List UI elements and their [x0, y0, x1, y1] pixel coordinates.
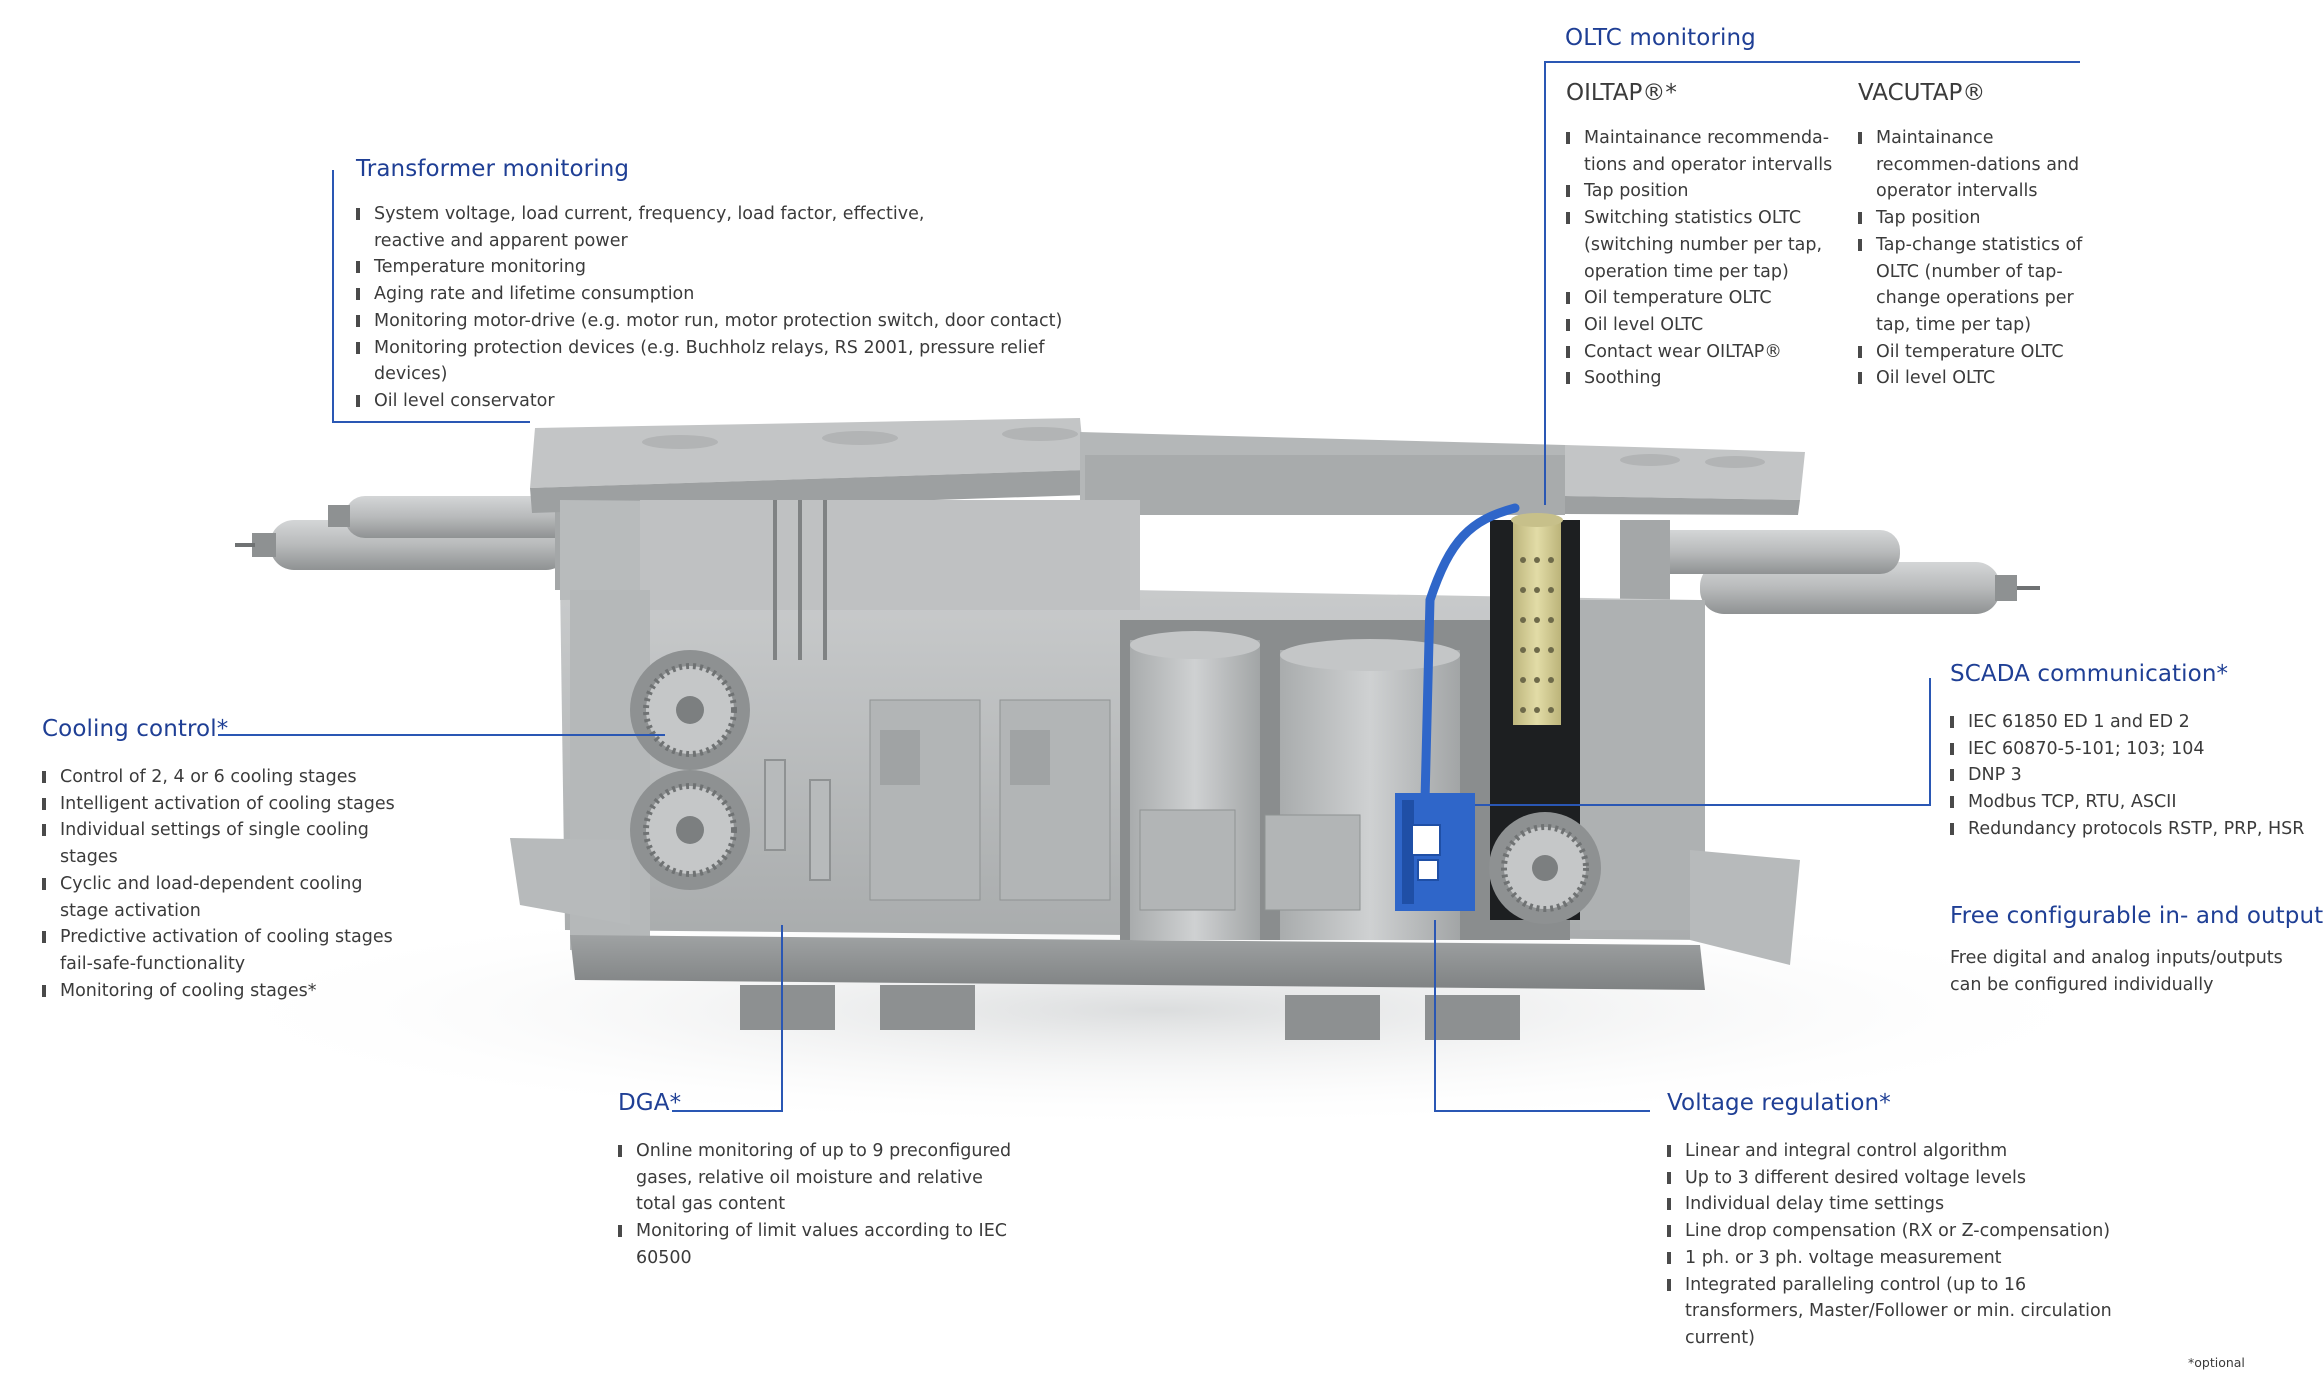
oiltap-list: Maintainance recommenda-tions and operat…: [1566, 125, 1836, 392]
dga-list: Online monitoring of up to 9 preconfigur…: [618, 1138, 1013, 1272]
io-block: Free configurable in- and outputs Free d…: [1950, 903, 2323, 998]
control-cabinets: [869, 699, 1361, 911]
leader-dga: [672, 925, 783, 1112]
leader-transformer-monitoring: [332, 170, 530, 423]
list-item: IEC 60870-5-101; 103; 104: [1950, 736, 2310, 763]
scada-list: IEC 61850 ED 1 and ED 2 IEC 60870-5-101;…: [1950, 709, 2310, 843]
list-item: Oil level OLTC: [1858, 365, 2098, 392]
list-item: Soothing: [1566, 365, 1836, 392]
list-item: Tap position: [1566, 178, 1836, 205]
vacutap-title: VACUTAP®: [1858, 80, 1986, 106]
transformer-monitoring-block: Transformer monitoring System voltage, l…: [356, 156, 1076, 415]
voltage-regulation-block: Voltage regulation* Linear and integral …: [1667, 1090, 2137, 1352]
list-item: Switching statistics OLTC (switching num…: [1566, 205, 1836, 285]
transformer-monitoring-title: Transformer monitoring: [356, 156, 630, 182]
list-item: Individual settings of single cooling st…: [42, 817, 407, 870]
list-item: Tap position: [1858, 205, 2098, 232]
conservator: [530, 418, 1805, 515]
cooling-control-block: Cooling control* Control of 2, 4 or 6 co…: [42, 716, 442, 1004]
list-item: Monitoring of cooling stages*: [42, 978, 407, 1005]
scada-block: SCADA communication* IEC 61850 ED 1 and …: [1950, 661, 2310, 843]
list-item: Oil temperature OLTC: [1566, 285, 1836, 312]
list-item: Monitoring protection devices (e.g. Buch…: [356, 335, 1076, 388]
oiltap-title: OILTAP®*: [1566, 80, 1677, 106]
dga-title: DGA*: [618, 1090, 682, 1116]
list-item: DNP 3: [1950, 762, 2310, 789]
list-item: Contact wear OILTAP®: [1566, 339, 1836, 366]
list-item: Redundancy protocols RSTP, PRP, HSR: [1950, 816, 2310, 843]
list-item: Temperature monitoring: [356, 254, 1076, 281]
list-item: Predictive activation of cooling stages …: [42, 924, 407, 977]
list-item: System voltage, load current, frequency,…: [356, 201, 944, 254]
tap-changer: [1511, 513, 1563, 725]
list-item: Oil temperature OLTC: [1858, 339, 2098, 366]
leader-oltc-monitoring: [1544, 61, 2080, 505]
io-title: Free configurable in- and outputs: [1950, 903, 2323, 929]
list-item: Monitoring motor-drive (e.g. motor run, …: [356, 308, 1076, 335]
vacutap-block: VACUTAP® Maintainance recommen-dations a…: [1858, 80, 2098, 392]
cooling-control-title: Cooling control*: [42, 716, 229, 742]
dga-block: DGA* Online monitoring of up to 9 precon…: [618, 1090, 1058, 1272]
scada-title: SCADA communication*: [1950, 661, 2229, 687]
list-item: Maintainance recommen-dations and operat…: [1858, 125, 2098, 205]
list-item: Monitoring of limit values according to …: [618, 1218, 1013, 1271]
voltage-regulator-cabinet: [1395, 503, 1520, 911]
list-item: Linear and integral control algorithm: [1667, 1138, 2112, 1165]
leader-scada: [1475, 678, 1931, 806]
list-item: Up to 3 different desired voltage levels: [1667, 1165, 2112, 1192]
voltage-regulation-list: Linear and integral control algorithm Up…: [1667, 1138, 2112, 1352]
leader-lines: [218, 61, 2080, 1112]
list-item: 1 ph. or 3 ph. voltage measurement: [1667, 1245, 2112, 1272]
list-item: Intelligent activation of cooling stages: [42, 791, 407, 818]
oiltap-block: OILTAP®* Maintainance recommenda-tions a…: [1566, 80, 1836, 392]
leader-voltage-regulation: [1434, 920, 1650, 1112]
list-item: Cyclic and load-dependent cooling stage …: [42, 871, 407, 924]
list-item: Maintainance recommenda-tions and operat…: [1566, 125, 1836, 178]
list-item: Oil level conservator: [356, 388, 1076, 415]
list-item: Integrated paralleling control (up to 16…: [1667, 1272, 2112, 1352]
list-item: Aging rate and lifetime consumption: [356, 281, 1076, 308]
list-item: Individual delay time settings: [1667, 1191, 2112, 1218]
oltc-monitoring-title: OLTC monitoring: [1565, 25, 1756, 51]
list-item: Control of 2, 4 or 6 cooling stages: [42, 764, 407, 791]
list-item: Tap-change statistics of OLTC (number of…: [1858, 232, 2098, 339]
list-item: IEC 61850 ED 1 and ED 2: [1950, 709, 2310, 736]
list-item: Modbus TCP, RTU, ASCII: [1950, 789, 2310, 816]
transformer-monitoring-list: System voltage, load current, frequency,…: [356, 201, 1076, 415]
footnote: *optional: [2188, 1355, 2245, 1370]
cooling-fans: [630, 650, 1601, 924]
list-item: Line drop compensation (RX or Z-compensa…: [1667, 1218, 2112, 1245]
vacutap-list: Maintainance recommen-dations and operat…: [1858, 125, 2098, 392]
cooling-control-list: Control of 2, 4 or 6 cooling stages Inte…: [42, 764, 407, 1004]
io-text: Free digital and analog inputs/outputs c…: [1950, 948, 2283, 995]
dga-piping: [764, 500, 831, 881]
base: [510, 838, 1800, 1040]
voltage-regulation-title: Voltage regulation*: [1667, 1090, 1891, 1116]
list-item: Oil level OLTC: [1566, 312, 1836, 339]
list-item: Online monitoring of up to 9 preconfigur…: [618, 1138, 1013, 1218]
